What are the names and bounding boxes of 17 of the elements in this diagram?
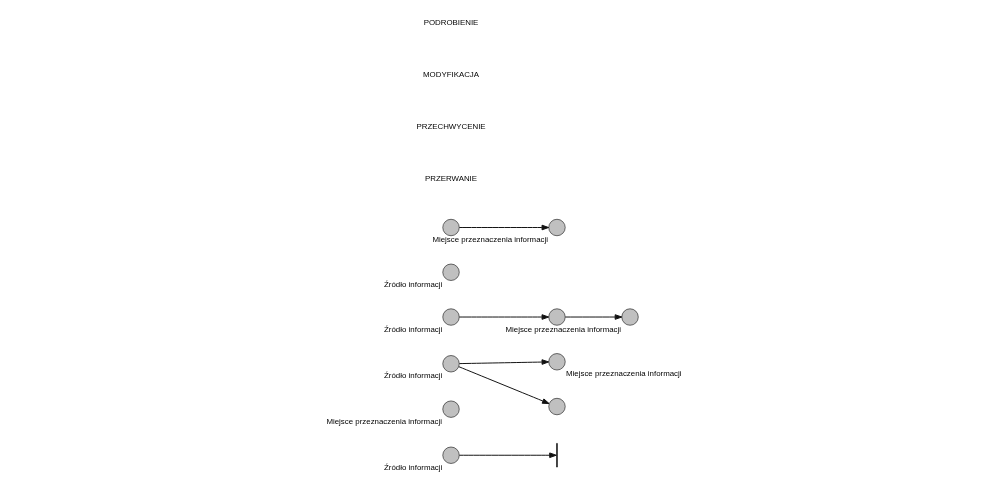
node-circle: [547, 218, 566, 237]
arrow: [564, 314, 622, 320]
node-circle: [441, 400, 460, 418]
arrow: [457, 366, 550, 405]
node-circle: [441, 355, 460, 373]
arrow: [458, 359, 549, 365]
node-circle: [441, 218, 460, 237]
arrow: [458, 224, 549, 231]
node-circle: [441, 446, 460, 464]
node-circle: [620, 308, 639, 326]
node-circle: [547, 398, 566, 416]
arrow: [458, 314, 549, 320]
node-circle: [547, 353, 566, 371]
node-circle: [441, 308, 460, 326]
node-circle: [547, 308, 566, 326]
node-circle: [441, 263, 460, 281]
arrow: [458, 452, 557, 459]
